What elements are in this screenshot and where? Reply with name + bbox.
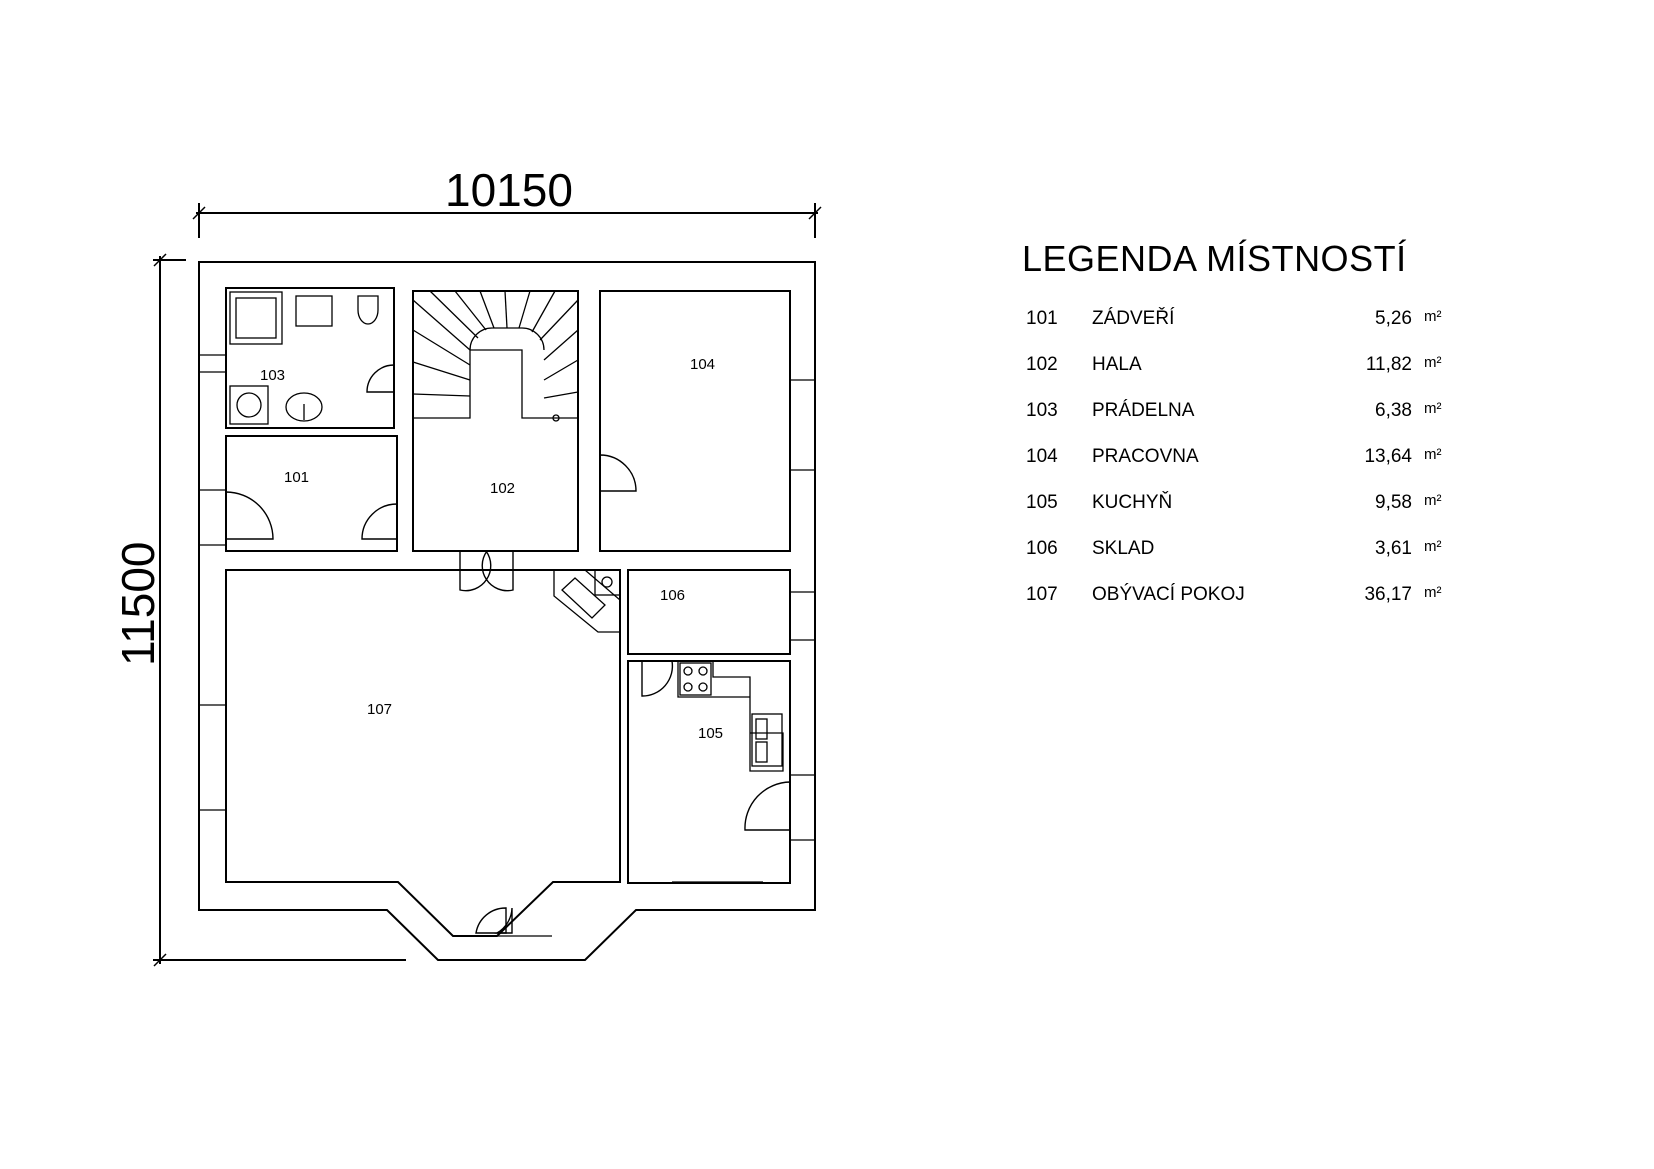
room-area: 36,17 — [1364, 584, 1412, 605]
room-number: 103 — [1026, 400, 1058, 421]
room-name: HALA — [1092, 354, 1142, 375]
room-number: 106 — [1026, 538, 1058, 559]
fireplace — [553, 569, 621, 633]
laundry-fixtures — [229, 291, 379, 425]
room-label-102: 102 — [490, 480, 515, 497]
area-unit: m² — [1424, 538, 1442, 555]
room-107-outline — [225, 569, 621, 937]
width-dimension — [192, 203, 822, 238]
width-dimension-label: 10150 — [445, 164, 573, 216]
room-area: 13,64 — [1364, 446, 1412, 467]
legend-title: LEGENDA MÍSTNOSTÍ — [1022, 238, 1407, 279]
door-swings — [225, 364, 791, 934]
legend-row: 107 OBÝVACÍ POKOJ 36,17 m² — [1026, 584, 1464, 630]
area-unit: m² — [1424, 446, 1442, 463]
room-label-105: 105 — [698, 725, 723, 742]
legend-row: 101 ZÁDVEŘÍ 5,26 m² — [1026, 308, 1464, 354]
room-label-103: 103 — [260, 367, 285, 384]
area-unit: m² — [1424, 584, 1442, 601]
area-unit: m² — [1424, 400, 1442, 417]
staircase — [412, 290, 579, 422]
room-102-outline — [412, 290, 579, 552]
room-legend-table: 101 ZÁDVEŘÍ 5,26 m² 102 HALA 11,82 m² 10… — [1026, 308, 1464, 630]
room-area: 5,26 — [1375, 308, 1412, 329]
legend-row: 105 KUCHYŇ 9,58 m² — [1026, 492, 1464, 538]
room-103-outline — [225, 287, 395, 429]
room-label-106: 106 — [660, 587, 685, 604]
legend-row: 104 PRACOVNA 13,64 m² — [1026, 446, 1464, 492]
legend-row: 106 SKLAD 3,61 m² — [1026, 538, 1464, 584]
room-area: 9,58 — [1375, 492, 1412, 513]
room-number: 104 — [1026, 446, 1058, 467]
area-unit: m² — [1424, 492, 1442, 509]
legend-row: 103 PRÁDELNA 6,38 m² — [1026, 400, 1464, 446]
windows — [199, 354, 815, 961]
height-dimension — [153, 253, 406, 967]
room-number: 105 — [1026, 492, 1058, 513]
room-name: PRACOVNA — [1092, 446, 1199, 467]
room-name: SKLAD — [1092, 538, 1155, 559]
room-101-outline — [225, 435, 398, 552]
area-unit: m² — [1424, 354, 1442, 371]
room-number: 101 — [1026, 308, 1058, 329]
room-label-101: 101 — [284, 469, 309, 486]
legend-row: 102 HALA 11,82 m² — [1026, 354, 1464, 400]
room-name: PRÁDELNA — [1092, 400, 1195, 421]
room-104-outline — [599, 290, 791, 552]
room-number: 102 — [1026, 354, 1058, 375]
room-106-outline — [627, 569, 791, 655]
kitchen-fixtures — [677, 660, 784, 772]
room-number: 107 — [1026, 584, 1058, 605]
room-name: OBÝVACÍ POKOJ — [1092, 584, 1245, 605]
room-name: KUCHYŇ — [1092, 492, 1173, 513]
room-label-107: 107 — [367, 701, 392, 718]
outer-wall — [198, 261, 816, 961]
room-area: 3,61 — [1375, 538, 1412, 559]
area-unit: m² — [1424, 308, 1442, 325]
room-area: 6,38 — [1375, 400, 1412, 421]
room-area: 11,82 — [1365, 354, 1412, 375]
height-dimension-label: 11500 — [112, 541, 164, 666]
room-label-104: 104 — [690, 356, 715, 373]
room-name: ZÁDVEŘÍ — [1092, 308, 1175, 329]
